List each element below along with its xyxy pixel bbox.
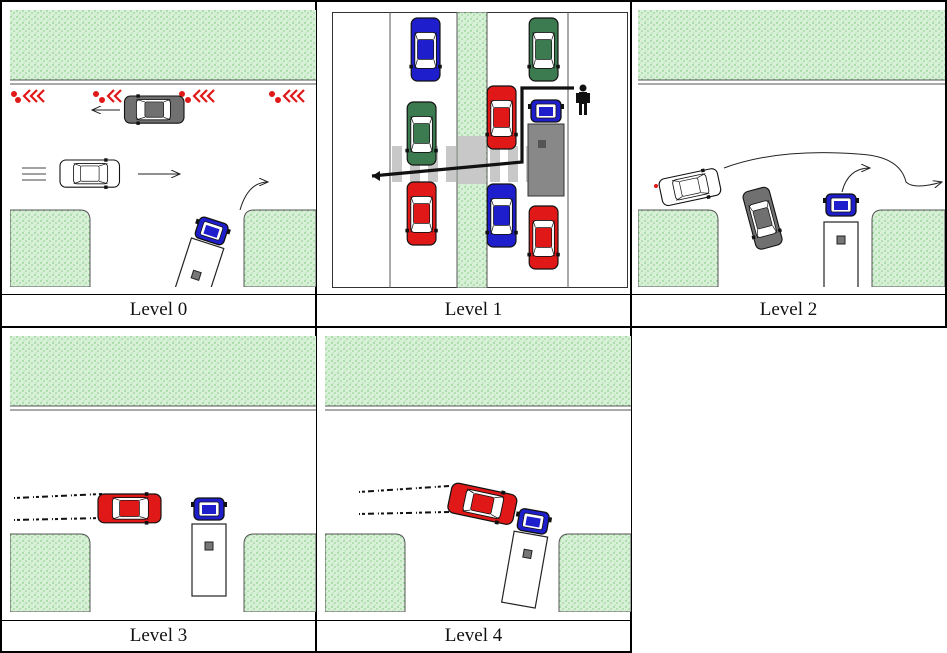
panel-level-0 (10, 10, 316, 287)
scene-level-1 (332, 12, 628, 288)
grid-line (315, 0, 317, 653)
scene-level-4 (325, 336, 631, 612)
panel-level-3 (10, 336, 316, 612)
panel-level-2 (638, 10, 945, 287)
car-blue (408, 17, 443, 82)
hazard-marker (269, 89, 305, 103)
motion-arrow (723, 152, 942, 186)
scene-level-2 (638, 10, 945, 287)
car-red (526, 205, 561, 270)
panel-level-1 (332, 12, 628, 288)
grid-line (0, 0, 2, 653)
grass-area (325, 533, 406, 612)
car-gray (739, 185, 786, 252)
grid-line (0, 0, 947, 2)
car-red (445, 479, 520, 529)
scene-level-0 (10, 10, 316, 287)
hazard-marker (179, 89, 215, 103)
grid-line (630, 0, 632, 653)
grass-area (10, 336, 316, 406)
grid-line (0, 294, 947, 295)
hazard-marker (93, 89, 122, 103)
scene-level-3 (10, 336, 316, 612)
grid-line (945, 0, 947, 328)
truck (190, 497, 228, 597)
grass-area (871, 209, 945, 287)
grass-area (243, 533, 316, 612)
motion-arrow (239, 182, 268, 211)
caption-level-0: Level 0 (129, 299, 188, 320)
skid-marks (13, 493, 103, 521)
panel-level-4 (325, 336, 631, 612)
grid-line (0, 326, 947, 328)
motion-arrow (841, 168, 870, 193)
grass-area (638, 10, 945, 80)
caption-level-1: Level 1 (444, 299, 503, 320)
grass-area (243, 209, 316, 287)
grass-area (10, 10, 316, 80)
pedestrian (576, 84, 590, 115)
car-green (404, 101, 439, 166)
grass-area (10, 533, 91, 612)
car-red (404, 181, 439, 246)
grid-line (0, 620, 632, 621)
hazard-marker (654, 184, 658, 188)
caption-level-2: Level 2 (759, 299, 818, 320)
caption-level-4: Level 4 (444, 625, 503, 646)
car-gray (123, 93, 185, 126)
grass-area (10, 209, 91, 287)
car-white (657, 165, 723, 209)
skid-marks (358, 485, 450, 515)
truck (500, 506, 554, 609)
truck (822, 193, 860, 287)
grass-area (558, 533, 631, 612)
car-green (526, 17, 561, 82)
hazard-marker (11, 89, 45, 103)
grass-area (638, 209, 719, 287)
caption-level-3: Level 3 (129, 625, 188, 646)
car-red (97, 491, 162, 526)
grass-area (325, 336, 631, 406)
speed-lines (22, 167, 46, 181)
truck (168, 214, 233, 287)
pedestrian-path (371, 86, 574, 178)
car-blue (484, 183, 519, 248)
car-white (59, 157, 121, 190)
car-red (484, 85, 519, 150)
truck (527, 99, 565, 197)
